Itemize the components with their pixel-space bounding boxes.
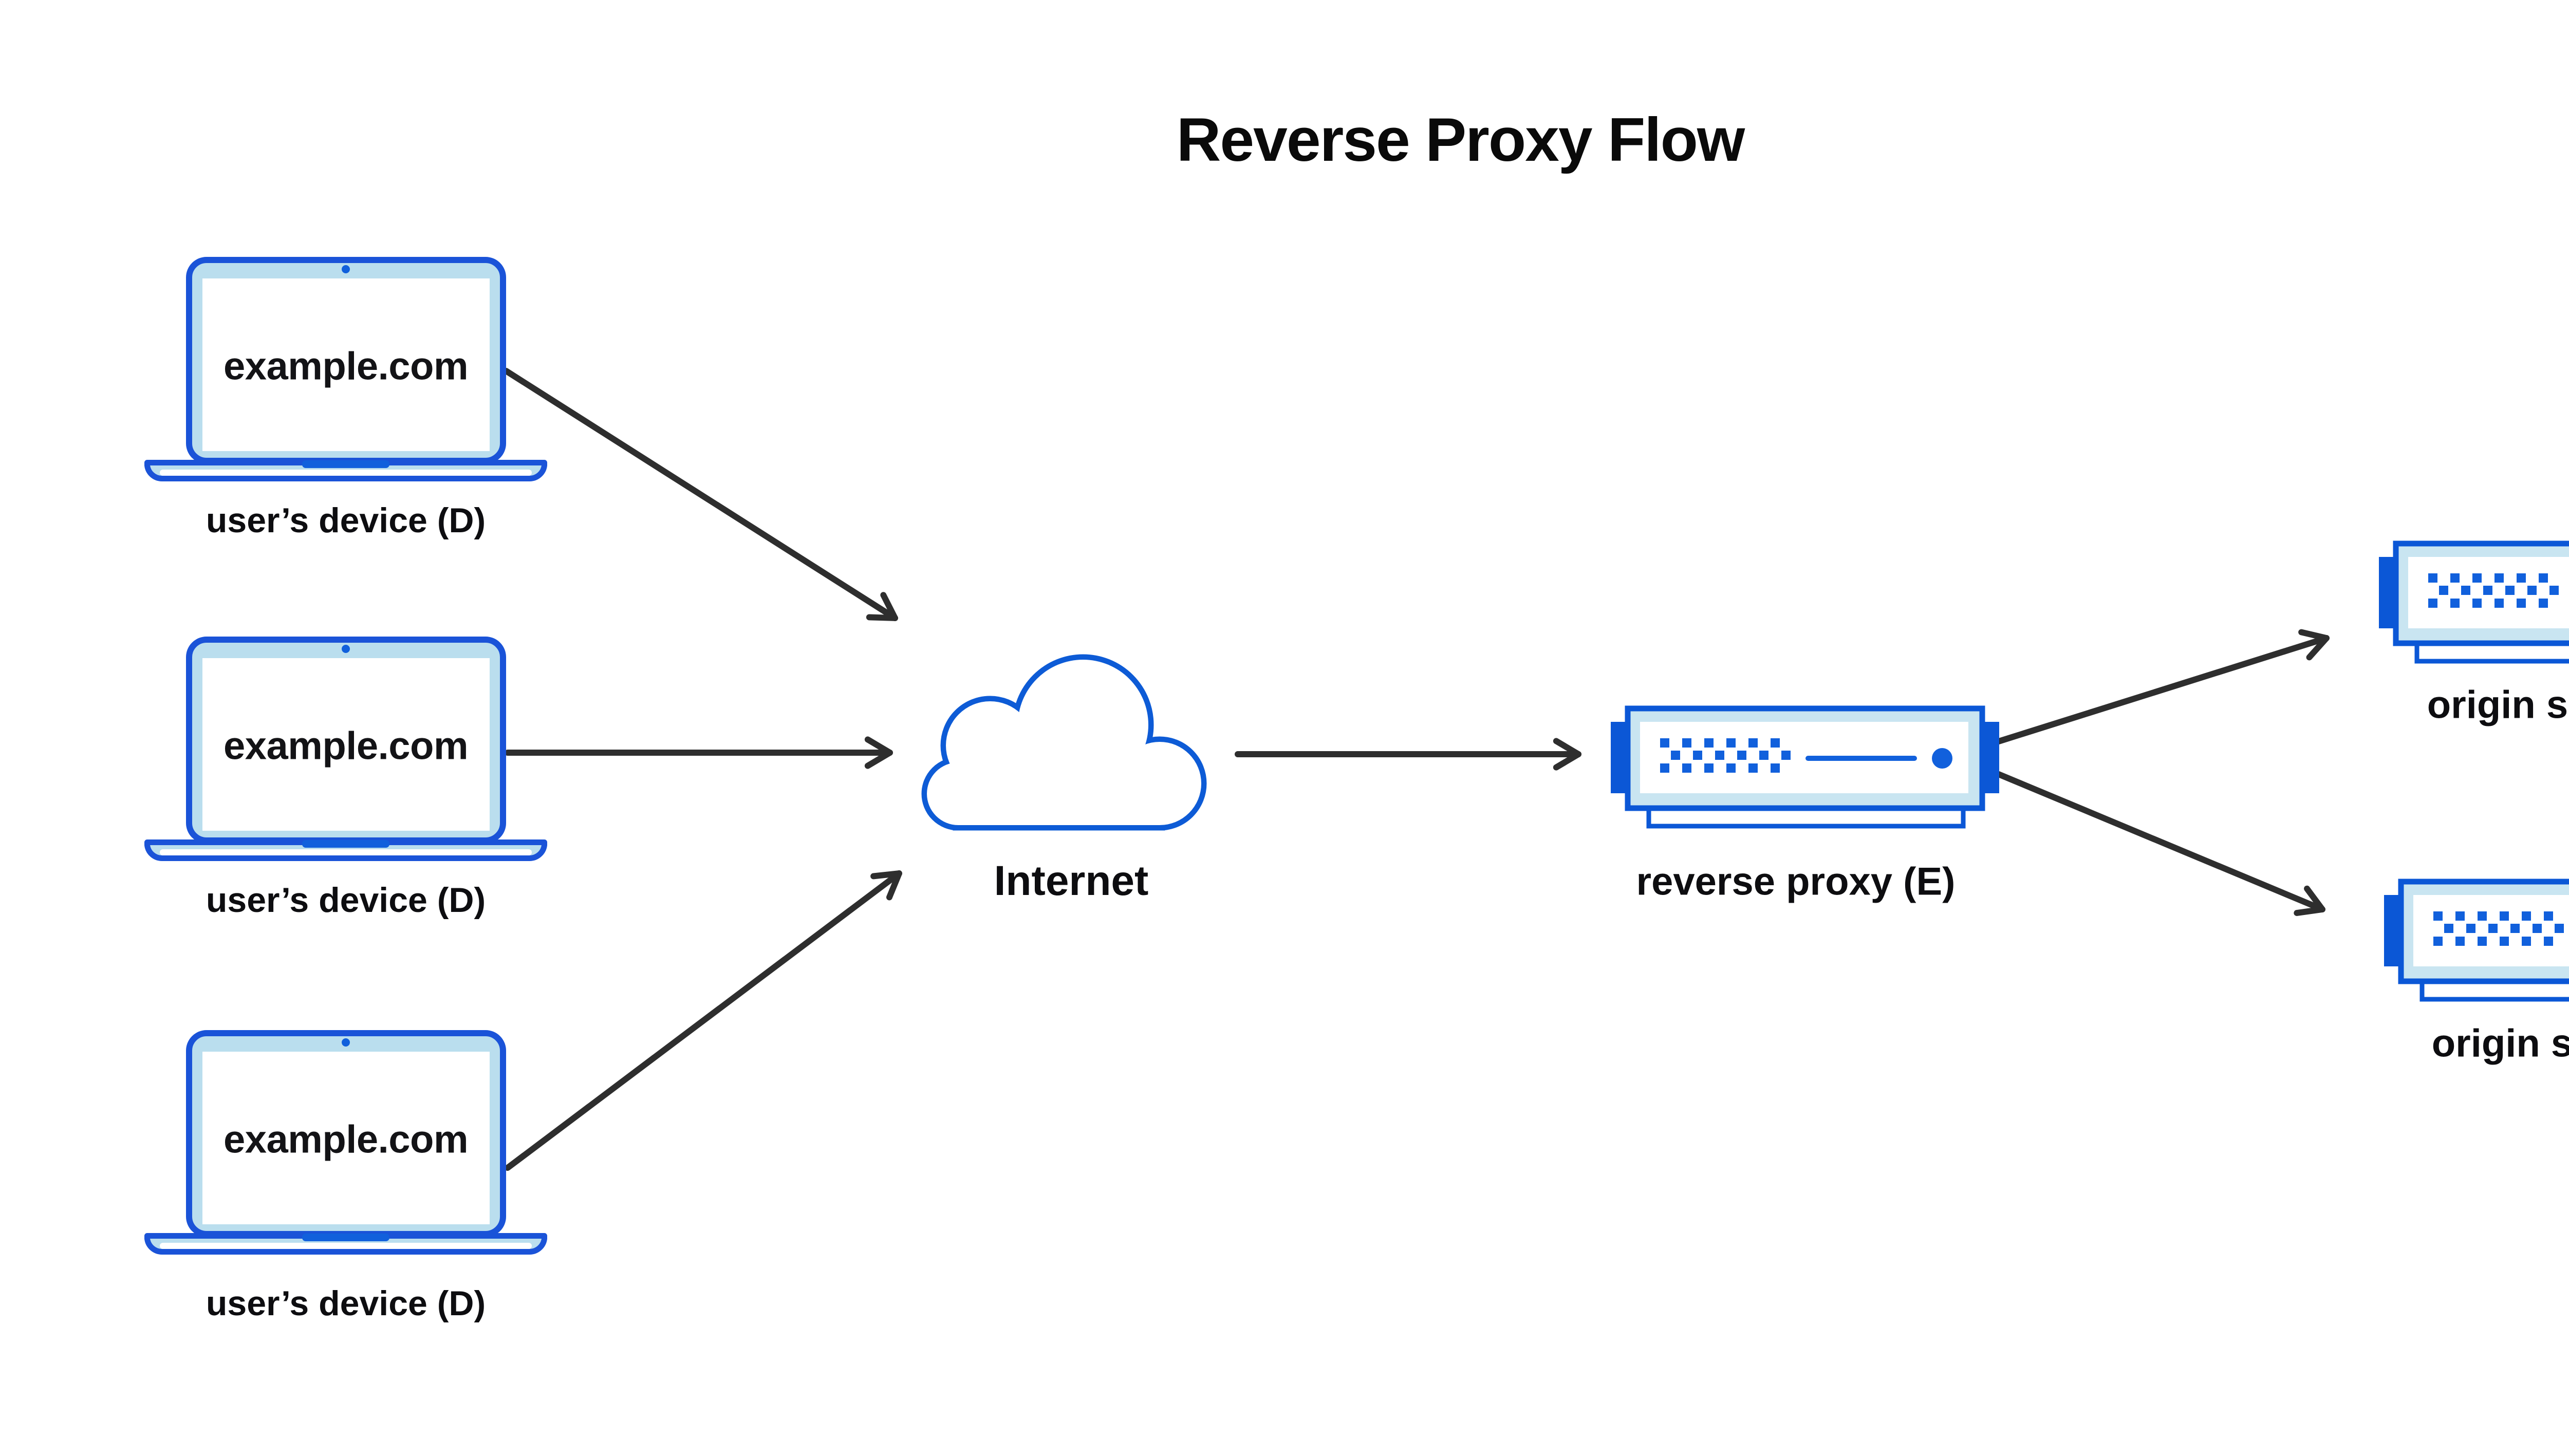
arrow-device3-to-internet: [505, 870, 902, 1171]
page-title: Reverse Proxy Flow: [1176, 105, 1745, 174]
cloud-icon: [927, 660, 1201, 825]
arrow-device1-to-internet: [503, 368, 898, 621]
origin-server-label: origin server (F): [2431, 1021, 2569, 1066]
device-screen-url: example.com: [223, 344, 469, 388]
device-caption: user’s device (D): [206, 881, 486, 920]
arrow-proxy-to-origin2: [1996, 771, 2325, 916]
arrow-proxy-to-origin1: [1996, 629, 2330, 744]
device-screen-url: example.com: [223, 1117, 469, 1162]
server-icon: [2384, 882, 2569, 999]
internet-label: Internet: [994, 857, 1149, 904]
server-icon: [1611, 708, 1999, 826]
device-caption: user’s device (D): [206, 501, 486, 540]
device-caption: user’s device (D): [206, 1284, 486, 1323]
origin-server-label: origin server (F): [2427, 683, 2569, 727]
server-icon: [2379, 544, 2569, 661]
device-screen-url: example.com: [223, 724, 469, 768]
reverse-proxy-label: reverse proxy (E): [1636, 860, 1956, 904]
